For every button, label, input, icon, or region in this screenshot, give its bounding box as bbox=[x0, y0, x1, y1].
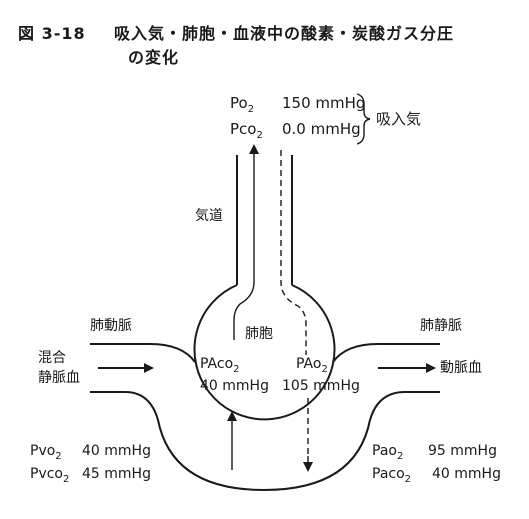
arterial-paco2-label: Paco2 bbox=[372, 466, 411, 485]
alveolus-wall bbox=[193, 284, 336, 421]
venous-pvco2-value: 45 mmHg bbox=[82, 466, 151, 482]
alveolus-label: 肺胞 bbox=[245, 326, 273, 342]
figure-number: 図 3-18 bbox=[18, 24, 86, 43]
inspired-brace bbox=[356, 93, 371, 145]
arterial-pao2-value: 95 mmHg bbox=[428, 443, 497, 459]
inhaled-flow-line bbox=[280, 150, 307, 355]
figure-title-line2: の変化 bbox=[128, 48, 180, 67]
pulmonary-vein-upper-wall bbox=[332, 343, 440, 363]
inspired-po2-value: 150 mmHg bbox=[282, 94, 365, 112]
figure-title-line1: 吸入気・肺胞・血液中の酸素・炭酸ガス分圧 bbox=[114, 24, 455, 43]
alveolar-pao2-label: PAo2 bbox=[296, 356, 328, 375]
airway-label: 気道 bbox=[195, 208, 223, 224]
venous-pvo2-label: Pvo2 bbox=[30, 443, 62, 462]
mixed-venous-label-line2: 静脈血 bbox=[38, 370, 80, 386]
venous-pvco2-label: Pvco2 bbox=[30, 466, 69, 485]
pulmonary-artery-upper-wall bbox=[90, 343, 196, 363]
inspired-po2-label: Po2 bbox=[230, 94, 254, 115]
inspired-pco2-label: Pco2 bbox=[230, 120, 263, 141]
arterial-pao2-label: Pao2 bbox=[372, 443, 403, 462]
pulmonary-artery-label: 肺動脈 bbox=[90, 318, 132, 334]
arterial-blood-label: 動脈血 bbox=[440, 360, 482, 376]
figure-title: 図 3-18 吸入気・肺胞・血液中の酸素・炭酸ガス分圧 bbox=[18, 20, 454, 44]
alveolar-pao2-value: 105 mmHg bbox=[282, 378, 360, 394]
alveolar-paco2-label: PAco2 bbox=[200, 356, 240, 375]
mixed-venous-label-line1: 混合 bbox=[38, 350, 66, 366]
capillary-outer-wall bbox=[90, 391, 440, 492]
inspired-pco2-value: 0.0 mmHg bbox=[282, 120, 361, 138]
exhaled-flow-line bbox=[233, 258, 255, 340]
pulmonary-vein-label: 肺静脈 bbox=[420, 318, 462, 334]
venous-pvo2-value: 40 mmHg bbox=[82, 443, 151, 459]
inspired-group-label: 吸入気 bbox=[376, 110, 421, 128]
alveolar-paco2-value: 40 mmHg bbox=[200, 378, 269, 394]
arterial-paco2-value: 40 mmHg bbox=[432, 466, 501, 482]
